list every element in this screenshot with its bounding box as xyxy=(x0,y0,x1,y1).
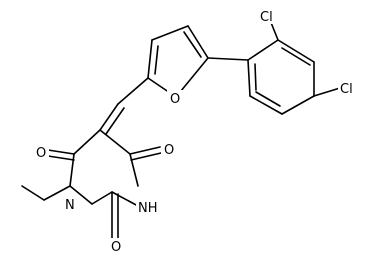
bond xyxy=(21,185,45,201)
bond xyxy=(255,91,281,107)
atom-label-o-bottom: O xyxy=(111,240,121,255)
bond xyxy=(99,129,131,155)
atom-label-nh: NH xyxy=(138,201,158,216)
bond xyxy=(117,77,149,105)
bond xyxy=(249,95,283,115)
atom-label-n: N xyxy=(65,198,75,213)
atom-label-o-left: O xyxy=(36,146,46,161)
bonds xyxy=(21,19,341,239)
bond xyxy=(254,63,257,91)
bond xyxy=(207,57,249,61)
atom-label-cl2: Cl xyxy=(340,82,353,97)
bond xyxy=(183,31,202,58)
bond xyxy=(43,185,71,201)
bond xyxy=(47,155,75,161)
bond xyxy=(129,146,161,155)
bond xyxy=(154,45,159,75)
bond xyxy=(151,25,189,41)
atom-label-o-right: O xyxy=(164,143,174,158)
bond xyxy=(187,25,209,59)
atom-label-o-furan: O xyxy=(170,92,180,107)
bond xyxy=(130,152,162,161)
bond xyxy=(281,95,315,115)
atom-labels: Cl Cl O O O O N NH xyxy=(33,8,360,255)
bond xyxy=(277,39,315,63)
bond xyxy=(147,39,153,79)
bond xyxy=(247,39,279,61)
bond xyxy=(69,185,93,205)
bond xyxy=(73,129,101,155)
bond xyxy=(105,107,125,135)
bond xyxy=(111,191,139,207)
bond xyxy=(91,191,113,205)
bond xyxy=(247,59,251,97)
bond xyxy=(281,47,311,66)
bond xyxy=(47,149,75,155)
bond xyxy=(99,103,119,131)
bond xyxy=(313,87,341,97)
atom-label-cl1: Cl xyxy=(260,10,273,25)
